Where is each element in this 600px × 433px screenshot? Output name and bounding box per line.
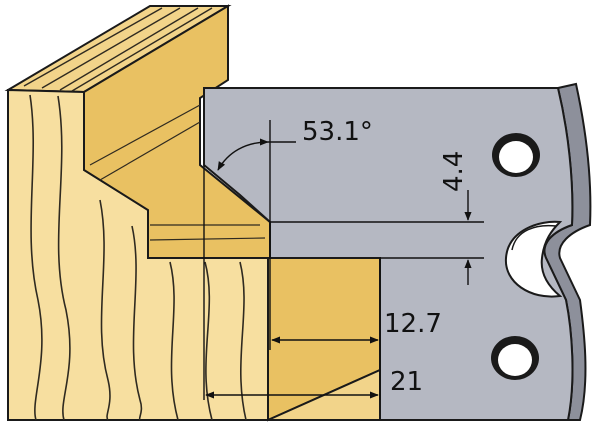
- bolt-hole-bottom: [491, 336, 539, 380]
- dimension-4-4-label: 4.4: [439, 151, 469, 192]
- wood-top-grain: [23, 7, 213, 92]
- knife-notch: [504, 220, 563, 298]
- knife-notch-bevel: [511, 224, 557, 251]
- bolt-hole-top: [492, 133, 540, 177]
- angle-arc: [217, 138, 269, 171]
- wood-grain: [29, 94, 247, 421]
- wood-workpiece: [4, 4, 381, 422]
- angle-label: 53.1°: [302, 117, 373, 147]
- dimension-12-7-label: 12.7: [384, 309, 442, 339]
- knife-body[interactable]: [203, 87, 574, 421]
- profile-knife: [203, 82, 592, 421]
- dimension-21-label: 21: [390, 367, 423, 397]
- dimensions: [203, 120, 484, 400]
- wood-profile-grain: [89, 104, 266, 241]
